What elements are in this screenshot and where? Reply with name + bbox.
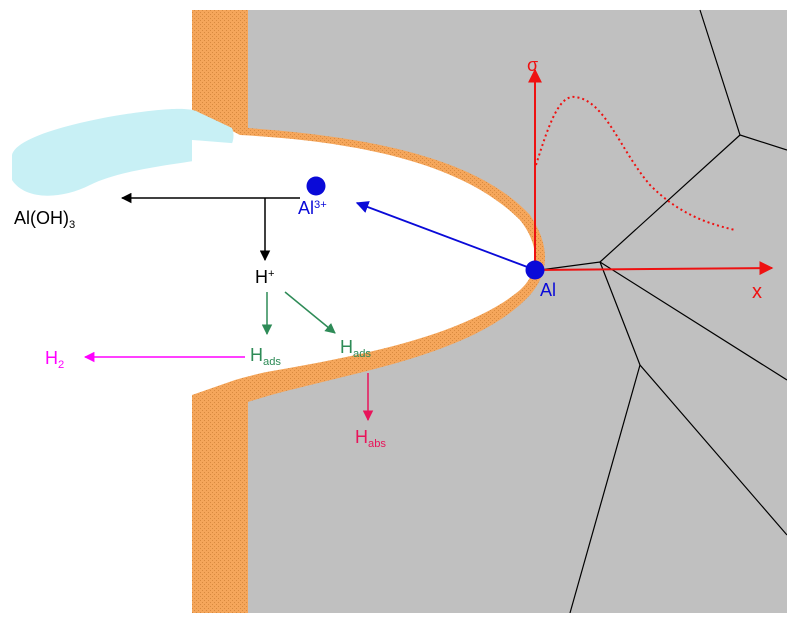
- label-sigma: σ: [527, 56, 538, 74]
- label-al3plus-base: Al: [298, 198, 314, 218]
- label-hplus-base: H: [255, 267, 268, 287]
- label-hads-left-sub: ads: [263, 356, 281, 368]
- label-hplus-sup: +: [268, 268, 275, 280]
- label-hads-right-sub: ads: [353, 348, 371, 360]
- label-habs-base: H: [355, 427, 368, 447]
- label-h2: H2: [45, 349, 64, 371]
- label-hads-right: Hads: [340, 338, 371, 360]
- label-al: Al: [540, 281, 556, 299]
- label-aloh3-base: Al(OH): [14, 208, 69, 228]
- label-aloh3-sub: 3: [69, 219, 75, 231]
- label-habs: Habs: [355, 428, 386, 450]
- label-al3plus: Al3+: [298, 199, 327, 217]
- label-hads-right-base: H: [340, 337, 353, 357]
- label-hads-left-base: H: [250, 345, 263, 365]
- label-x: x: [752, 282, 762, 302]
- al-atom-dot: [526, 261, 545, 280]
- label-habs-sub: abs: [368, 438, 386, 450]
- label-hplus: H+: [255, 268, 275, 286]
- label-h2-base: H: [45, 348, 58, 368]
- label-aloh3: Al(OH)3: [14, 209, 75, 231]
- label-hads-left: Hads: [250, 346, 281, 368]
- label-al3plus-sup: 3+: [314, 199, 327, 211]
- al3plus-ion-dot: [307, 177, 326, 196]
- label-h2-sub: 2: [58, 359, 64, 371]
